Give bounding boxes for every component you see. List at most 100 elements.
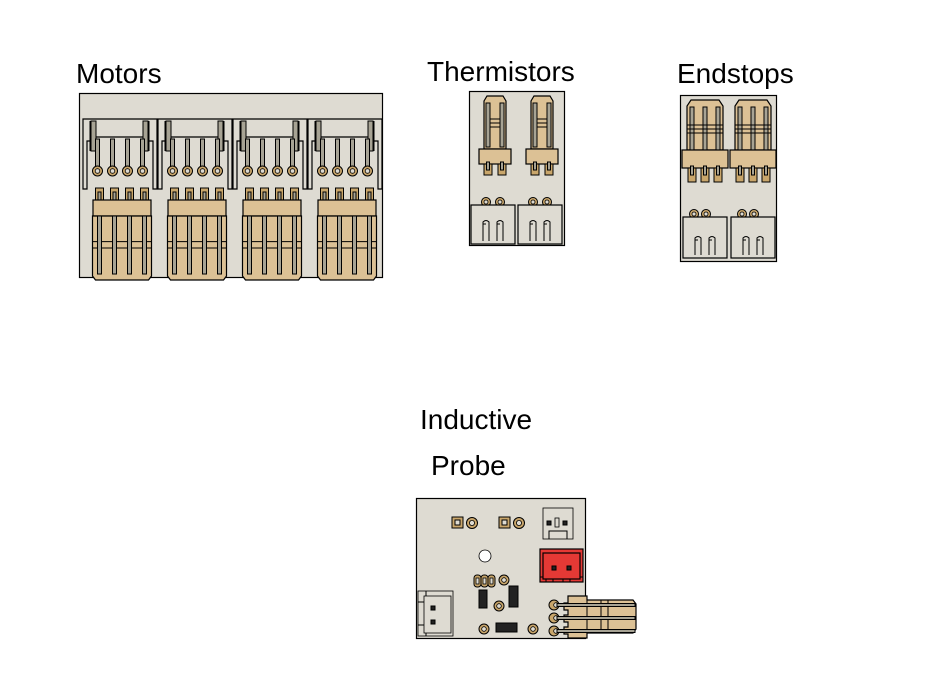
housing-ridges — [537, 118, 547, 128]
wire-pin — [485, 102, 491, 148]
endstop-socket-2[interactable] — [730, 209, 776, 259]
latch — [90, 120, 97, 152]
wire-pin — [277, 215, 282, 275]
thermistors-board — [468, 90, 566, 247]
wire-pin — [217, 215, 222, 275]
latch — [315, 120, 322, 152]
wire-pin — [352, 215, 357, 275]
thermistors-label: Thermistors — [427, 56, 575, 87]
pad-hole — [214, 168, 221, 174]
housing-ridges — [490, 118, 500, 128]
plug-header — [478, 148, 512, 165]
endstop-plug-2[interactable] — [729, 99, 777, 183]
pad-hole — [544, 199, 550, 205]
latch-edge — [89, 121, 150, 151]
wire-pin — [97, 215, 102, 275]
probe-label-line1: Inductive — [420, 404, 533, 435]
pad-hole — [334, 168, 341, 174]
socket-body — [730, 216, 776, 259]
thermistor-socket-1[interactable] — [470, 197, 516, 245]
latch — [165, 120, 172, 152]
pad-hole — [109, 168, 116, 174]
plug-header — [317, 199, 377, 217]
wire-pin — [127, 215, 132, 275]
motor-plug-1[interactable] — [91, 187, 153, 281]
terminal-pin — [533, 161, 537, 171]
endstop-plug-1[interactable] — [681, 99, 729, 183]
latch — [217, 120, 224, 152]
socket-contact — [756, 236, 764, 255]
socket-body — [682, 216, 728, 259]
wire-pin — [322, 215, 327, 275]
pad-hole — [139, 168, 146, 174]
wire-pin — [292, 215, 297, 275]
socket-contact — [694, 236, 702, 255]
smd-component-3 — [495, 622, 518, 633]
socket-contact — [742, 236, 750, 255]
sensor-socket[interactable] — [542, 507, 574, 540]
housing-ridges — [167, 241, 227, 249]
top-pad-pair-2 — [498, 516, 525, 529]
pad-hole — [124, 168, 131, 174]
pad-hole — [94, 168, 101, 174]
pad-hole — [497, 199, 503, 205]
motor-socket-1[interactable] — [82, 118, 158, 190]
motor-plug-4[interactable] — [316, 187, 378, 281]
terminal-pin — [764, 165, 768, 176]
motor-plug-3[interactable] — [241, 187, 303, 281]
terminal-pin — [547, 161, 551, 171]
motors-label: Motors — [76, 58, 162, 89]
plug-header — [681, 149, 729, 169]
terminal-pin — [690, 165, 694, 176]
terminal-pin — [486, 161, 490, 171]
motor-plug-2[interactable] — [166, 187, 228, 281]
latch-edge — [314, 121, 375, 151]
latch — [142, 120, 149, 152]
wire-pin — [546, 102, 552, 148]
latch — [367, 120, 374, 152]
endstops-label: Endstops — [677, 58, 794, 89]
terminal-pin — [738, 165, 742, 176]
pad-hole — [483, 199, 489, 205]
wire-pin — [367, 215, 372, 275]
wire-pin — [202, 215, 207, 275]
top-pad-pair-1 — [451, 516, 478, 529]
plug-header — [242, 199, 302, 217]
socket-contact — [529, 220, 537, 241]
plug-header — [525, 148, 559, 165]
pad-hole — [751, 211, 757, 217]
thermistor-socket-2[interactable] — [517, 197, 563, 245]
smd-component-2 — [508, 585, 519, 608]
housing-ridges — [317, 241, 377, 249]
thermistor-plug-2[interactable] — [525, 95, 559, 176]
pad-hole — [274, 168, 281, 174]
small-pads — [473, 574, 539, 635]
latch-edge — [239, 121, 300, 151]
pad-hole — [199, 168, 206, 174]
wire-pin — [337, 215, 342, 275]
terminal-pin — [703, 165, 707, 176]
wire-pin — [142, 215, 147, 275]
housing-ridges — [242, 241, 302, 249]
pad-hole — [691, 211, 697, 217]
wire-pin — [532, 102, 538, 148]
pad-hole — [259, 168, 266, 174]
pad-hole — [244, 168, 251, 174]
latch — [292, 120, 299, 152]
pad-hole — [364, 168, 371, 174]
endstop-socket-1[interactable] — [682, 209, 728, 259]
pad-hole — [319, 168, 326, 174]
endstops-board — [679, 94, 778, 263]
thermistor-plug-1[interactable] — [478, 95, 512, 176]
motors-board — [78, 92, 384, 281]
plug-header — [92, 199, 152, 217]
power-connector-red[interactable] — [539, 548, 584, 583]
terminal-pin — [751, 165, 755, 176]
socket-contact — [496, 220, 504, 241]
probe-left-connector[interactable] — [417, 590, 454, 637]
probe-plug[interactable] — [548, 595, 637, 639]
motor-socket-3[interactable] — [232, 118, 308, 190]
motor-socket-2[interactable] — [157, 118, 233, 190]
plug-header — [167, 199, 227, 217]
motor-socket-4[interactable] — [307, 118, 383, 190]
